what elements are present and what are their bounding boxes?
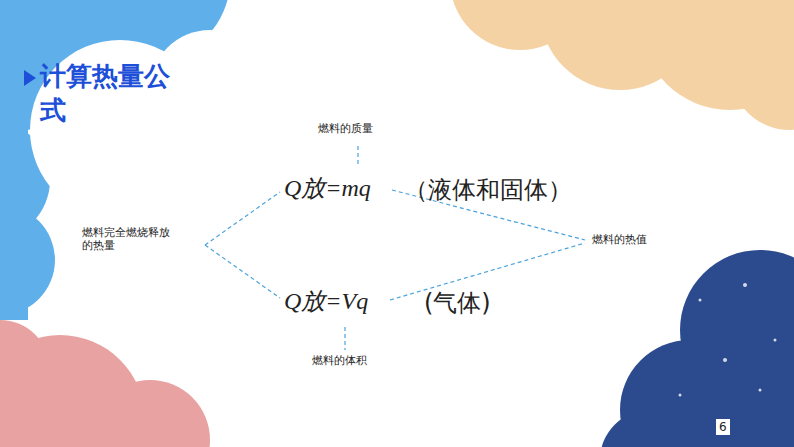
formula: Q放=Vq: [284, 287, 368, 316]
leader-line: [344, 327, 345, 350]
white-cloud-edge: [30, 30, 270, 220]
slide-title: 计算热量公式: [40, 60, 180, 128]
leader-line: [357, 146, 358, 166]
note-label: （液体和固体）: [404, 176, 572, 205]
annotation-label: 燃料的质量: [318, 122, 373, 135]
bullet-triangle: [24, 70, 36, 86]
annotation-label: 燃料的热值: [592, 233, 647, 246]
leader-line: [205, 245, 280, 298]
navy-cloud: [600, 250, 794, 447]
pink-cloud: [0, 320, 210, 447]
annotation-label: 燃料的体积: [312, 354, 367, 367]
peach-cloud: [450, 0, 794, 130]
star-dots: [679, 283, 777, 397]
note-label: (气体): [424, 289, 491, 318]
annotation-label: 燃料完全燃烧释放的热量: [82, 226, 178, 252]
leader-line: [205, 192, 280, 245]
formula: Q放=mq: [284, 174, 371, 203]
page-number: 6: [716, 419, 730, 435]
